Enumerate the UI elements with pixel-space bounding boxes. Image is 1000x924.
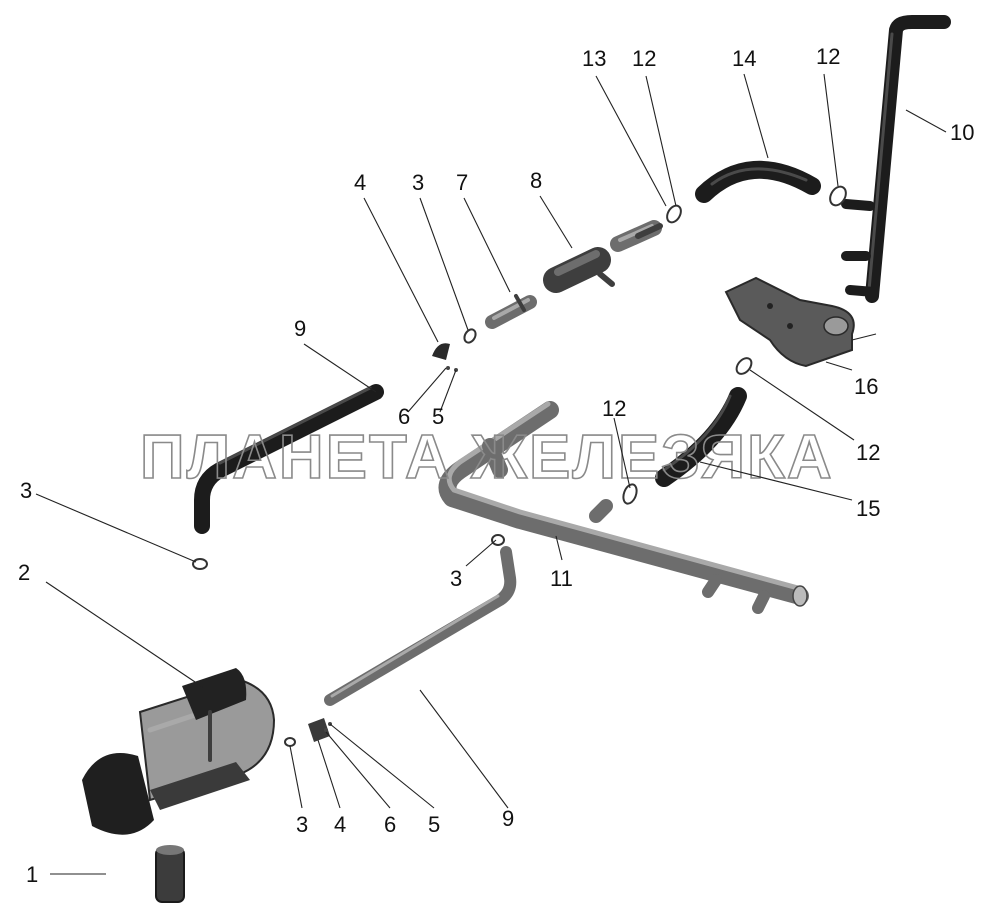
callout-12: 12 (856, 440, 880, 465)
clamp-3-b (491, 534, 505, 546)
callout-4: 4 (334, 812, 346, 837)
part-7-fitting (485, 294, 537, 329)
clamp-3-c (192, 558, 208, 570)
callout-16: 16 (854, 374, 878, 399)
part-6-washer-b (324, 728, 328, 732)
callout-10: 10 (950, 120, 974, 145)
part-2-heater (82, 668, 276, 835)
part-1-cylinder (155, 845, 185, 903)
part-8-valve (543, 247, 615, 293)
callout-12: 12 (632, 46, 656, 71)
part-16-bracket (724, 276, 877, 368)
callout-5: 5 (428, 812, 440, 837)
watermark-text: ПЛАНЕТА ЖЕЛЕЗЯКА (140, 423, 834, 492)
callout-8: 8 (530, 168, 542, 193)
callout-15: 15 (856, 496, 880, 521)
part-11-manifold (438, 401, 809, 614)
callout-11: 11 (550, 566, 573, 591)
callout-4: 4 (354, 170, 366, 195)
clamp-12-c (735, 357, 753, 375)
callout-3: 3 (20, 478, 32, 503)
part-4-plug-b (308, 718, 330, 742)
callout-3: 3 (412, 170, 424, 195)
part-9-tube-lower (324, 546, 517, 706)
callout-labels: 13 12 14 12 10 4 3 7 8 9 16 6 5 12 12 15… (18, 44, 974, 887)
callout-12: 12 (602, 396, 626, 421)
callout-14: 14 (732, 46, 756, 71)
part-10-pipe (841, 15, 951, 303)
callout-12: 12 (816, 44, 840, 69)
clamp-12-d (622, 483, 638, 505)
callout-6: 6 (398, 404, 410, 429)
callout-9: 9 (294, 316, 306, 341)
callout-3: 3 (450, 566, 462, 591)
leader-lines (35, 73, 947, 875)
clamp-12-a (666, 204, 682, 224)
part-6-washer-a (446, 366, 450, 370)
clamp-3-d (284, 737, 296, 747)
part-13-fitting (610, 220, 663, 252)
callout-9: 9 (502, 806, 514, 831)
clamp-12-b (829, 185, 847, 207)
callout-13: 13 (582, 46, 606, 71)
callout-3: 3 (296, 812, 308, 837)
part-9-hose-upper (194, 384, 384, 534)
callout-5: 5 (432, 404, 444, 429)
clamp-3-a (463, 328, 477, 344)
part-15-hose (655, 387, 747, 487)
part-14-hose (695, 160, 821, 203)
part-4-plug-a (432, 343, 450, 360)
callout-6: 6 (384, 812, 396, 837)
callout-7: 7 (456, 170, 468, 195)
callout-2: 2 (18, 560, 30, 585)
callout-1: 1 (26, 862, 38, 887)
